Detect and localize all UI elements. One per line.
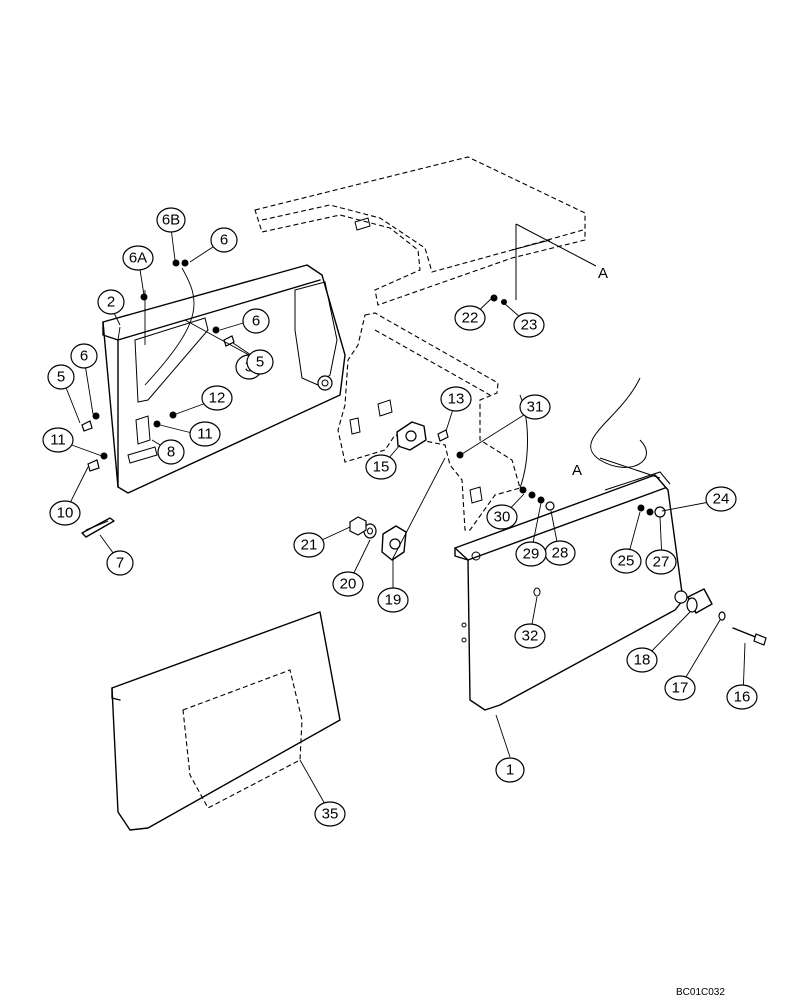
callout-18: 18 [626,647,658,673]
svg-text:7: 7 [116,555,124,572]
callout-12: 12 [201,385,233,411]
callout-25: 25 [610,548,642,574]
callout-6-middle: 6 [242,308,270,334]
right-door-panel [454,471,688,711]
callout-11-right: 11 [189,421,221,447]
svg-text:13: 13 [448,391,465,408]
svg-text:11: 11 [197,426,213,443]
callout-30: 30 [486,504,518,530]
svg-text:5: 5 [57,369,65,386]
callout-6a: 6A [122,245,154,271]
right-panel-hardware [456,294,666,597]
callout-35: 35 [314,801,346,827]
callout-28: 28 [544,540,576,566]
callout-8: 8 [157,439,185,465]
svg-text:19: 19 [385,592,402,609]
svg-text:29: 29 [523,546,540,563]
svg-text:11: 11 [50,432,66,449]
callout-23: 23 [513,312,545,338]
left-panel-hardware [81,259,235,472]
svg-text:35: 35 [322,806,339,823]
callout-20: 20 [332,571,364,597]
part-13-bolt [437,429,449,442]
cutaway-break-line [590,377,661,479]
callout-6-top: 6 [210,227,238,253]
svg-text:28: 28 [552,545,569,562]
svg-text:A: A [598,265,608,282]
svg-text:10: 10 [57,505,74,522]
svg-text:15: 15 [373,459,390,476]
reference-label-a-right: A [572,462,582,479]
part-18-bushing [686,588,713,614]
svg-text:12: 12 [209,390,226,407]
part-17-washer [718,611,726,621]
svg-text:A: A [572,462,582,479]
callout-5-left: 5 [47,364,75,390]
drawing-code: BC01C032 [676,987,725,998]
svg-text:17: 17 [672,680,689,697]
callout-32: 32 [514,623,546,649]
svg-text:6: 6 [80,348,88,365]
svg-text:BC01C032: BC01C032 [676,987,725,998]
part-19-hinge-bracket [381,525,407,561]
callout-15: 15 [365,454,397,480]
svg-text:32: 32 [522,628,539,645]
callout-29: 29 [515,541,547,567]
part-21-nut [349,516,367,536]
upper-frame-part [254,156,597,306]
callout-22: 22 [454,305,486,331]
svg-text:31: 31 [527,399,544,416]
callout-7: 7 [106,550,134,576]
callout-24: 24 [705,486,737,512]
callout-1: 1 [495,757,525,783]
callout-16: 16 [726,684,758,710]
svg-text:2: 2 [107,294,115,311]
callout-10: 10 [49,500,81,526]
svg-text:20: 20 [340,576,357,593]
callout-21: 21 [293,532,325,558]
svg-text:6B: 6B [162,212,180,229]
svg-text:6: 6 [252,313,260,330]
svg-text:6A: 6A [129,250,147,267]
callout-13: 13 [440,386,472,412]
callout-6b: 6B [156,207,186,233]
reference-label-a-top: A [598,265,608,282]
callout-19: 19 [377,587,409,613]
svg-text:23: 23 [521,317,538,334]
callout-11-left: 11 [42,427,74,453]
part-16-bolt [732,627,767,646]
callout-31: 31 [519,394,551,420]
callout-17: 17 [664,675,696,701]
svg-text:22: 22 [462,310,479,327]
svg-text:1: 1 [506,762,514,779]
lower-panel [111,611,341,831]
svg-text:21: 21 [301,537,318,554]
svg-text:6: 6 [220,232,228,249]
part-15-hinge-plate [396,421,427,451]
callout-5-right: 5 [246,349,274,375]
svg-text:16: 16 [734,689,751,706]
callout-2: 2 [97,289,125,315]
part-7-plate [81,517,115,538]
svg-text:24: 24 [713,491,730,508]
svg-text:30: 30 [494,509,511,526]
middle-frame-part [337,312,528,531]
svg-text:5: 5 [256,354,264,371]
svg-text:25: 25 [618,553,635,570]
left-side-panel [102,264,346,494]
callout-27: 27 [645,549,677,575]
svg-text:18: 18 [634,652,651,669]
callout-6-left: 6 [70,343,98,369]
svg-text:8: 8 [167,444,175,461]
svg-text:27: 27 [653,554,670,571]
